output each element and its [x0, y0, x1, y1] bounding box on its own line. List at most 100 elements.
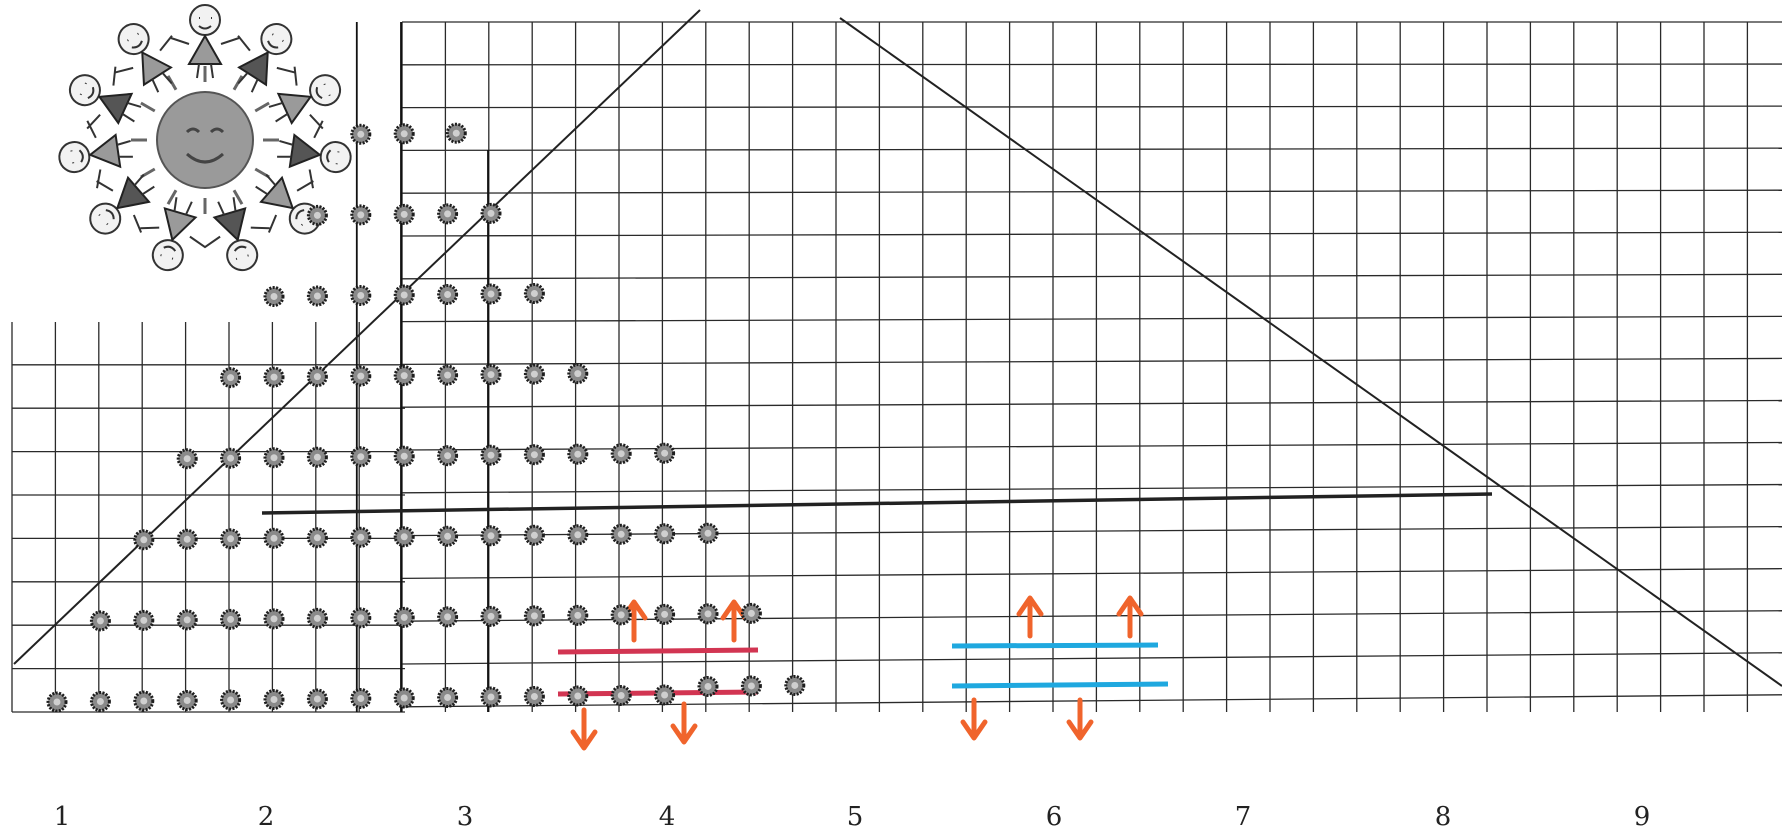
blue-line-upper [952, 645, 1158, 646]
grid-dot-center [314, 534, 321, 541]
grid-dot-center [531, 451, 538, 458]
grid-dot-center [401, 211, 408, 218]
grid-dot-center [140, 698, 147, 705]
grid-dot-center [705, 530, 712, 537]
grid-dot-center [357, 695, 364, 702]
grid-dot-center [488, 694, 495, 701]
grid-dot-center [618, 450, 625, 457]
child-head [190, 5, 220, 35]
grid-dot-center [184, 697, 191, 704]
grid-dot-center [357, 373, 364, 380]
grid-dot-center [357, 292, 364, 299]
grid-dot-center [488, 532, 495, 539]
grid-dot-center [314, 454, 321, 461]
grid-dot-center [574, 451, 581, 458]
grid-dot-center [531, 693, 538, 700]
grid-dot-center [444, 372, 451, 379]
grid-dot-center [661, 450, 668, 457]
grid-dot-center [531, 371, 538, 378]
grid-dot-center [357, 131, 364, 138]
grid-dot-center [401, 372, 408, 379]
grid-dot-center [453, 130, 460, 137]
grid-dot-center [271, 696, 278, 703]
grid-dot-center [574, 370, 581, 377]
grid-dot-center [401, 695, 408, 702]
grid-dot-center [488, 210, 495, 217]
grid-dot-center [314, 293, 321, 300]
grid-dot-center [705, 610, 712, 617]
grid-dot-center [531, 612, 538, 619]
grid-dot-center [488, 371, 495, 378]
grid-dot-center [97, 698, 104, 705]
grid-dot-center [357, 614, 364, 621]
axis-label-1: 1 [54, 802, 71, 830]
grid-dot-center [488, 613, 495, 620]
axis-label-3: 3 [457, 802, 474, 830]
grid-dot-center [748, 682, 755, 689]
grid-dot-center [791, 682, 798, 689]
grid-dot-center [227, 697, 234, 704]
grid-dot-center [661, 530, 668, 537]
grid-dot-center [140, 617, 147, 624]
axis-label-5: 5 [847, 802, 864, 830]
grid-dot-center [574, 612, 581, 619]
grid-dot-center [184, 455, 191, 462]
grid-dot-center [401, 453, 408, 460]
grid-dot-center [184, 536, 191, 543]
grid-dot-center [444, 291, 451, 298]
grid-dot-center [227, 455, 234, 462]
grid-dot-center [444, 452, 451, 459]
blue-line-lower [952, 684, 1168, 686]
grid-dot-center [618, 531, 625, 538]
grid-dot-center [618, 692, 625, 699]
grid-dot-center [531, 290, 538, 297]
grid-dot-center [227, 616, 234, 623]
grid-dot-center [271, 615, 278, 622]
axis-label-2: 2 [258, 802, 275, 830]
grid-dot-center [401, 614, 408, 621]
grid-dot-center [444, 533, 451, 540]
grid-dot-center [357, 211, 364, 218]
grid-dot-center [271, 454, 278, 461]
grid-dot-center [705, 683, 712, 690]
grid-dot-center [271, 535, 278, 542]
grid-dot-center [401, 130, 408, 137]
grid-dot-center [271, 293, 278, 300]
grid-dot-center [531, 532, 538, 539]
grid-dot-center [357, 534, 364, 541]
grid-dot-center [488, 291, 495, 298]
grid-dot-center [140, 536, 147, 543]
grid-dot-center [271, 374, 278, 381]
grid-dot-center [401, 292, 408, 299]
grid-dot-center [444, 613, 451, 620]
axis-label-8: 8 [1435, 802, 1452, 830]
grid-dot-center [488, 452, 495, 459]
grid-dot-center [661, 692, 668, 699]
axis-label-9: 9 [1634, 802, 1651, 830]
grid-dot-center [748, 610, 755, 617]
red-line-upper [558, 650, 758, 652]
grid-dot-center [574, 693, 581, 700]
grid-dot-center [444, 694, 451, 701]
grid-dot-center [618, 611, 625, 618]
axis-label-4: 4 [659, 802, 676, 830]
grid-dot-center [314, 212, 321, 219]
axis-label-6: 6 [1046, 802, 1063, 830]
grid-dot-center [574, 531, 581, 538]
grid-dot-center [314, 373, 321, 380]
grid-hline [402, 64, 1782, 65]
grid-dot-center [401, 533, 408, 540]
grid-dot-center [444, 210, 451, 217]
grid-dot-center [314, 696, 321, 703]
grid-dot-center [357, 453, 364, 460]
grid-dot-center [661, 611, 668, 618]
grid-dot-center [184, 616, 191, 623]
sun-icon [157, 92, 253, 188]
grid-dot-center [54, 699, 61, 706]
grid-dot-center [227, 374, 234, 381]
grid-dot-center [314, 615, 321, 622]
axis-label-7: 7 [1235, 802, 1252, 830]
grid-dot-center [227, 535, 234, 542]
grid-dot-center [97, 617, 104, 624]
